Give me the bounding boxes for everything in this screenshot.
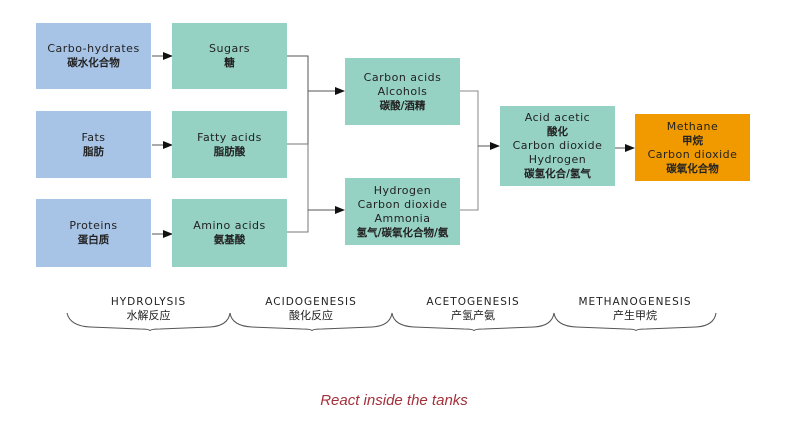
label-en: Carbo-hydrates bbox=[47, 42, 140, 55]
stage-label-en: HYDROLYSIS bbox=[110, 296, 187, 308]
box-fats: Fats 脂肪 bbox=[36, 111, 151, 178]
box-hydrogen-group: Hydrogen Carbon dioxide Ammonia 氢气/碳氧化合物… bbox=[345, 178, 460, 245]
label-cn-2: 碳氧化合物 bbox=[666, 162, 719, 175]
label-en-3: Hydrogen bbox=[528, 153, 587, 166]
label-en: Fatty acids bbox=[197, 130, 262, 144]
stage-label-en: METHANOGENESIS bbox=[578, 296, 692, 308]
label-cn: 碳水化合物 bbox=[67, 57, 120, 69]
bracket-fatty-amino bbox=[287, 143, 309, 233]
label-en: Fats bbox=[81, 130, 106, 144]
label-en: Sugars bbox=[209, 42, 250, 55]
box-methane: Methane 甲烷 Carbon dioxide 碳氧化合物 bbox=[635, 114, 750, 181]
label-en-1: Methane bbox=[666, 119, 719, 133]
label-cn: 脂肪 bbox=[83, 145, 104, 158]
label-en: Amino acids bbox=[193, 219, 266, 232]
brace-acidogenesis bbox=[229, 312, 393, 332]
stage-braces bbox=[66, 312, 717, 332]
caption: React inside the tanks bbox=[320, 392, 468, 409]
stage-methanogenesis: METHANOGENESIS 产生甲烷 bbox=[554, 295, 716, 323]
label-cn: 脂肪酸 bbox=[213, 145, 246, 158]
label-en: Proteins bbox=[69, 219, 118, 232]
stage-acidogenesis: ACIDOGENESIS 酸化反应 bbox=[230, 295, 392, 323]
label-cn: 碳酸/酒精 bbox=[379, 99, 426, 112]
box-carbon-acids: Carbon acids Alcohols 碳酸/酒精 bbox=[345, 58, 460, 125]
label-cn-1: 甲烷 bbox=[682, 134, 703, 147]
label-en-2: Carbon dioxide bbox=[357, 197, 448, 211]
label-cn: 氢气/碳氧化合物/氨 bbox=[356, 226, 449, 239]
stage-label-en: ACIDOGENESIS bbox=[265, 296, 357, 308]
box-carbohydrates: Carbo-hydrates 碳水化合物 bbox=[36, 23, 151, 89]
stage-label-cn: 产生甲烷 bbox=[613, 309, 657, 322]
stage-label-cn: 酸化反应 bbox=[289, 309, 333, 322]
box-acid-acetic: Acid acetic 酸化 Carbon dioxide Hydrogen 碳… bbox=[500, 106, 615, 186]
label-en-2: Carbon dioxide bbox=[647, 147, 738, 161]
label-en-1: Hydrogen bbox=[373, 183, 432, 197]
box-fatty-acids: Fatty acids 脂肪酸 bbox=[172, 111, 287, 178]
bracket-sugars-fatty bbox=[287, 55, 309, 145]
label-en-2: Alcohols bbox=[377, 84, 428, 98]
brace-hydrolysis bbox=[66, 312, 231, 332]
label-cn: 糖 bbox=[224, 57, 235, 69]
label-en-2: Carbon dioxide bbox=[512, 139, 603, 152]
stage-label-cn: 水解反应 bbox=[126, 309, 171, 322]
stage-acetogenesis: ACETOGENESIS 产氢产氨 bbox=[392, 295, 554, 323]
stage-hydrolysis: HYDROLYSIS 水解反应 bbox=[67, 295, 230, 323]
box-amino-acids: Amino acids 氨基酸 bbox=[172, 199, 287, 267]
box-sugars: Sugars 糖 bbox=[172, 23, 287, 89]
label-en-1: Acid acetic bbox=[524, 111, 591, 124]
bracket-acido-outputs bbox=[460, 90, 479, 211]
label-cn-1: 酸化 bbox=[547, 126, 568, 138]
label-en-3: Ammonia bbox=[374, 211, 431, 225]
label-cn-2: 碳氢化合/氢气 bbox=[524, 168, 591, 180]
brace-methanogenesis bbox=[553, 312, 717, 332]
label-en-1: Carbon acids bbox=[363, 70, 442, 84]
label-cn: 氨基酸 bbox=[213, 234, 246, 246]
stage-label-en: ACETOGENESIS bbox=[426, 296, 520, 308]
stage-label-cn: 产氢产氨 bbox=[451, 309, 495, 322]
box-proteins: Proteins 蛋白质 bbox=[36, 199, 151, 267]
brace-acetogenesis bbox=[391, 312, 555, 332]
label-cn: 蛋白质 bbox=[77, 234, 110, 246]
